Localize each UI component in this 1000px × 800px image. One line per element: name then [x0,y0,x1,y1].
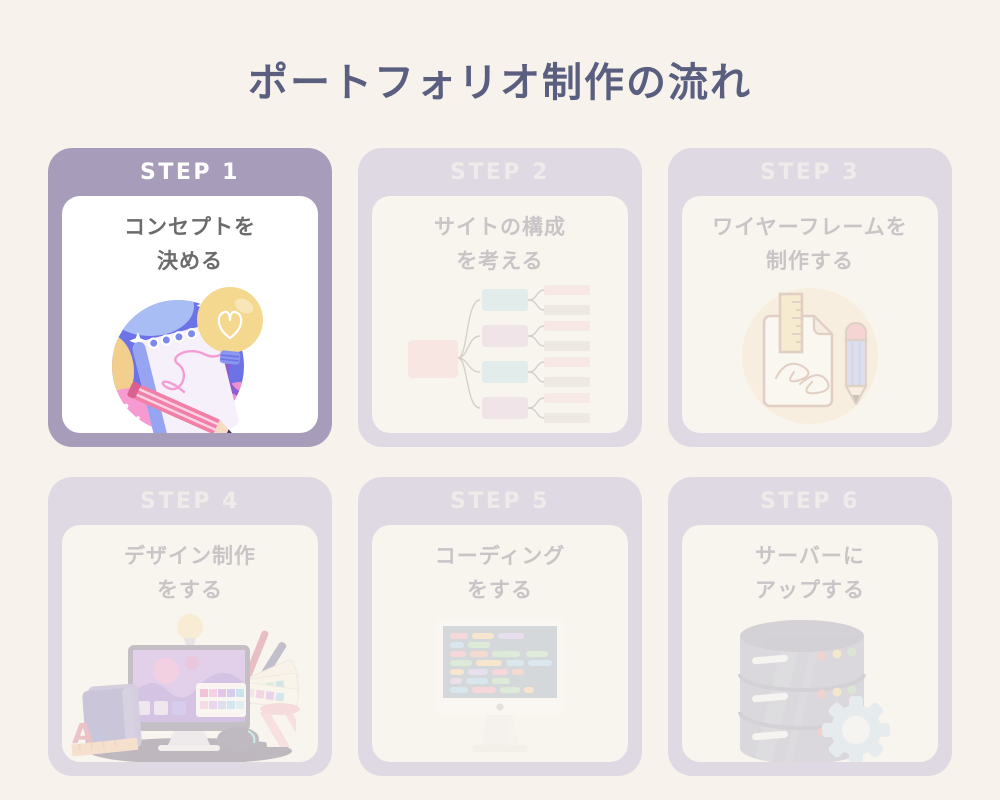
step-card-4: STEP 4 デザイン制作 をする [48,477,332,776]
step-4-label: STEP 4 [140,488,240,514]
step-1-title: コンセプトを 決める [124,215,256,273]
step-2-label: STEP 2 [450,159,550,185]
step-6-title: サーバーに アップする [755,544,865,602]
step-5-body: コーディング をする [372,525,628,762]
svg-text:a: a [92,721,108,749]
svg-text:A: A [72,717,94,750]
sitemap-tree-icon [372,280,628,433]
notebook-pencil-lightbulb-icon [62,280,318,433]
server-database-gear-icon [682,609,938,762]
step-4-body: デザイン制作 をする [62,525,318,762]
step-6-body: サーバーに アップする [682,525,938,762]
step-1-body: コンセプトを 決める [62,196,318,433]
step-6-label: STEP 6 [760,488,860,514]
step-card-5: STEP 5 コーディング をする [358,477,642,776]
coding-monitor-icon [372,609,628,762]
step-card-2: STEP 2 サイトの構成 を考える [358,148,642,447]
step-2-body: サイトの構成 を考える [372,196,628,433]
step-3-title: ワイヤーフレームを 制作する [712,215,908,273]
step-5-label: STEP 5 [450,488,550,514]
step-5-title: コーディング をする [434,544,566,602]
wireframe-document-pencil-icon [682,280,938,433]
step-card-3: STEP 3 ワイヤーフレームを 制作する [668,148,952,447]
step-4-title: デザイン制作 をする [124,544,256,602]
step-card-1: STEP 1 コンセプトを 決める [48,148,332,447]
step-1-label: STEP 1 [140,159,240,185]
design-workspace-icon: A a [62,609,318,762]
page-title: ポートフォリオ制作の流れ [248,60,752,106]
step-3-body: ワイヤーフレームを 制作する [682,196,938,433]
step-3-label: STEP 3 [760,159,860,185]
step-card-6: STEP 6 サーバーに アップする [668,477,952,776]
step-2-title: サイトの構成 を考える [434,215,566,273]
steps-grid: STEP 1 コンセプトを 決める [48,148,952,776]
